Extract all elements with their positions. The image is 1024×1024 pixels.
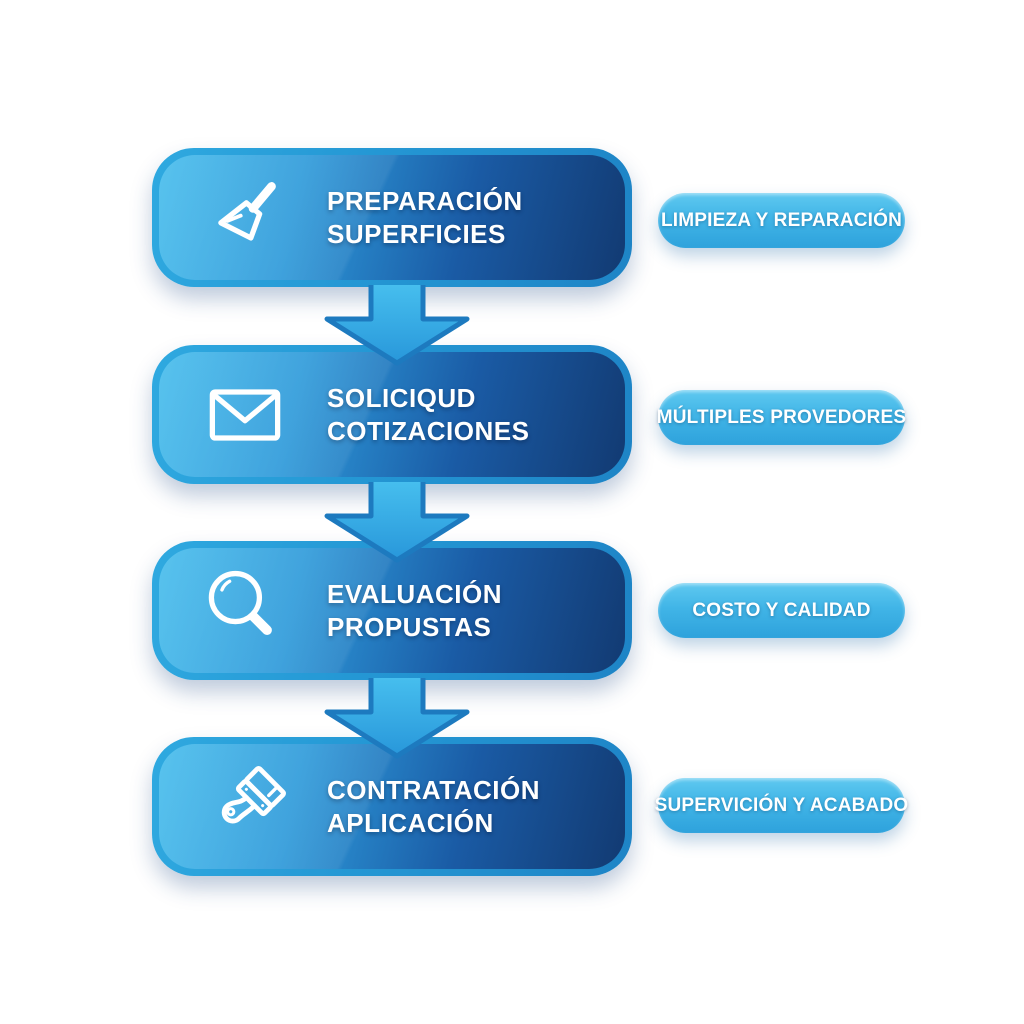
step-block-solicitud: SOLICIQUD COTIZACIONES <box>152 345 632 484</box>
step-title-line1: PREPARACIÓN <box>327 185 523 216</box>
broom-icon <box>189 155 301 280</box>
step-tag-limpieza: LIMPIEZA Y REPARACIÓN <box>658 193 905 248</box>
step-tag-label: MÚLTIPLES PROVEDORES <box>656 406 907 428</box>
step-title-line1: SOLICIQUD <box>327 382 476 413</box>
step-block-surface: CONTRATACIÓN APLICACIÓN <box>159 744 625 869</box>
step-tag-supervision: SUPERVICIÓN Y ACABADO <box>655 778 908 833</box>
down-arrow-icon <box>324 482 470 563</box>
step-block-surface: EVALUACIÓN PROPUSTAS <box>159 548 625 673</box>
step-block-surface: PREPARACIÓN SUPERFICIES <box>159 155 625 280</box>
step-tag-costo: COSTO Y CALIDAD <box>658 583 905 638</box>
step-block-contratacion: CONTRATACIÓN APLICACIÓN <box>152 737 632 876</box>
step-block-evaluacion: EVALUACIÓN PROPUSTAS <box>152 541 632 680</box>
step-title-line2: PROPUSTAS <box>327 611 492 642</box>
step-title-line1: EVALUACIÓN <box>327 578 502 609</box>
step-title: SOLICIQUD COTIZACIONES <box>327 352 615 477</box>
step-title: PREPARACIÓN SUPERFICIES <box>327 155 615 280</box>
step-title: EVALUACIÓN PROPUSTAS <box>327 548 615 673</box>
step-block-preparacion: PREPARACIÓN SUPERFICIES <box>152 148 632 287</box>
step-title-line2: SUPERFICIES <box>327 218 506 249</box>
paintbrush-icon <box>189 744 301 869</box>
down-arrow-icon <box>324 285 470 366</box>
step-block-surface: SOLICIQUD COTIZACIONES <box>159 352 625 477</box>
magnifying-glass-icon <box>189 548 301 673</box>
step-tag-label: LIMPIEZA Y REPARACIÓN <box>660 209 903 231</box>
step-title: CONTRATACIÓN APLICACIÓN <box>327 744 615 869</box>
step-title-line2: APLICACIÓN <box>327 807 494 838</box>
step-title-line1: CONTRATACIÓN <box>327 774 541 805</box>
step-tag-proveedores: MÚLTIPLES PROVEDORES <box>656 390 907 445</box>
step-tag-label: SUPERVICIÓN Y ACABADO <box>654 794 909 816</box>
down-arrow-icon <box>324 678 470 759</box>
envelope-icon <box>189 352 301 477</box>
step-title-line2: COTIZACIONES <box>327 415 530 446</box>
step-tag-label: COSTO Y CALIDAD <box>692 599 871 621</box>
